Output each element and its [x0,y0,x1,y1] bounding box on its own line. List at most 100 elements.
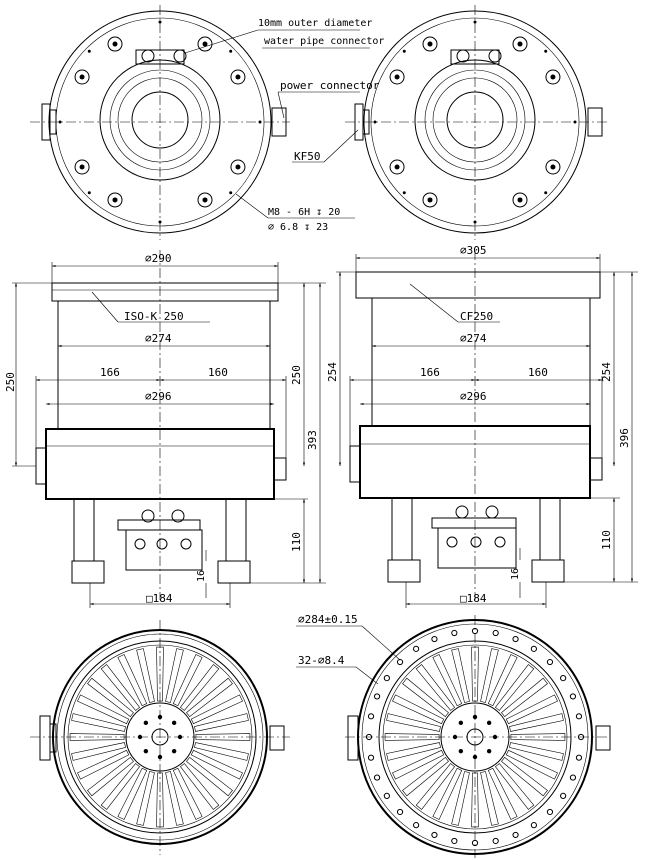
bolt-hole [74,69,90,85]
hub-hole [171,720,177,726]
rotor-blade [100,763,140,810]
flange-bolt-hole [492,837,499,845]
hub-hole [171,748,177,754]
dim-h-total-right: 396 [618,428,631,448]
thread-label-2: ⌀ 6.8 ↧ 23 [268,222,328,233]
rim-dot [87,191,91,195]
top-view-right [345,5,610,240]
kf50-label: KF50 [294,150,321,163]
rotor-blade [180,763,220,810]
rotor-blade [392,749,445,780]
flange-bolt-hole [373,693,381,700]
dim-h-left-left: 250 [4,372,17,392]
rotor-blade [415,763,455,810]
bolt-circle-label: ⌀284±0.15 [298,613,358,626]
rim-dot [229,191,233,195]
dim-top-dia-right: ⌀305 [460,244,487,257]
rotor-blade [165,648,184,703]
dim-square-right: □184 [460,592,487,605]
hub-hole [472,714,478,720]
rim-dot [158,20,162,24]
dim-foot-right: 16 [510,568,521,580]
flange-bolt-hole [373,774,381,781]
water-pipe-label-2: water pipe connector [264,36,384,47]
rim-dot [473,220,477,224]
rotor-blade [510,733,566,741]
bolt-hole [389,69,405,85]
flange-bolt-hole [512,635,519,643]
rotor-blade [180,664,220,711]
flange-bolt-hole [575,754,583,761]
bolt-hole [422,36,438,52]
rotor-blade [480,771,499,826]
flange-bolt-hole [396,658,404,666]
hub-hole [143,720,149,726]
bolt-hole [389,159,405,175]
rotor-blade [71,713,126,732]
dim-foot-left: 16 [196,570,207,582]
thread-label-1: M8 - 6H ↧ 20 [268,207,340,218]
flange-bolt-hole [530,822,537,829]
bolt-hole [197,192,213,208]
hub-hole [458,748,464,754]
rotor-blade [432,767,463,820]
rotor-blade [480,648,499,703]
flange-bolt-hole [560,792,567,799]
rotor-blade [495,664,535,711]
bottom-view-right [345,615,611,858]
hub-hole [458,720,464,726]
rotor-blade [487,767,518,820]
flange-bolt-hole [383,792,390,799]
rotor-blade [136,648,155,703]
hub-hole [486,720,492,726]
bolt-hole [512,192,528,208]
flange-bolt-hole [431,831,438,839]
bolt-hole [230,69,246,85]
dimensions-right: ⌀305 CF250 ⌀274 166 160 ⌀296 254 254 396… [326,244,638,608]
bolt-hole [512,36,528,52]
dim-h-total-left: 393 [306,430,319,450]
hub-hole [472,754,478,760]
rotor-blade [509,742,564,761]
rim-dot [258,120,262,124]
rim-dot [58,120,62,124]
flange-bolt-hole [451,629,458,637]
rotor-blade [156,646,164,702]
flange-bolt-hole [569,774,577,781]
dim-mid-dia-left: ⌀274 [145,332,172,345]
rotor-blade [501,757,548,797]
cf-flange-label: CF250 [460,310,493,323]
flange-bolt-hole [546,808,554,816]
rotor-blade [117,767,148,820]
rim-dot [473,20,477,24]
flange-bolt-hole [451,837,458,845]
rim-dot [402,191,406,195]
dim-h-base-right: 110 [600,530,613,550]
rotor-blade [487,654,518,707]
flange-bolt-hole [492,629,499,637]
rim-dot [573,120,577,124]
rim-dot [544,191,548,195]
dim-low-dia-left: ⌀296 [145,390,172,403]
bottom-view-left [30,620,290,855]
bolt-holes-label: 32-⌀8.4 [298,654,345,667]
rotor-blade [501,677,548,717]
top-view-left [30,5,290,240]
flange-bolt-hole [512,831,519,839]
rotor-blade [386,742,441,761]
rotor-blade [165,771,184,826]
rim-dot [229,49,233,53]
rotor-blade [509,713,564,732]
power-connector-label: power connector [280,79,380,92]
dim-right-w-left: 160 [208,366,228,379]
bolt-hole [422,192,438,208]
rotor-blade [505,694,558,725]
bolt-hole [545,69,561,85]
dimensions-left: ⌀290 ISO-K 250 ⌀274 166 160 ⌀296 250 250… [4,252,326,608]
bolt-hole [230,159,246,175]
dim-left-w-left: 166 [100,366,120,379]
iso-flange-label: ISO-K 250 [124,310,184,323]
dim-square-left: □184 [146,592,173,605]
rotor-blade [386,713,441,732]
